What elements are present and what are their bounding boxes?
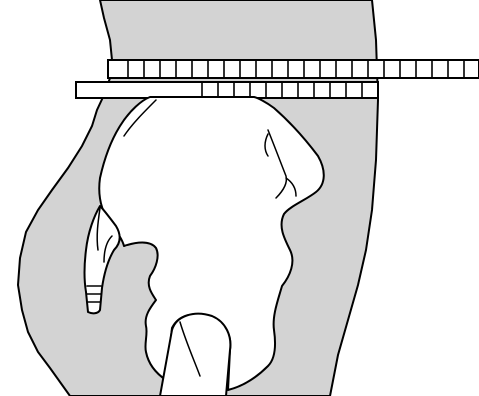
measurement-ruler-lower [76, 82, 378, 98]
measurement-ruler-upper [108, 60, 479, 78]
